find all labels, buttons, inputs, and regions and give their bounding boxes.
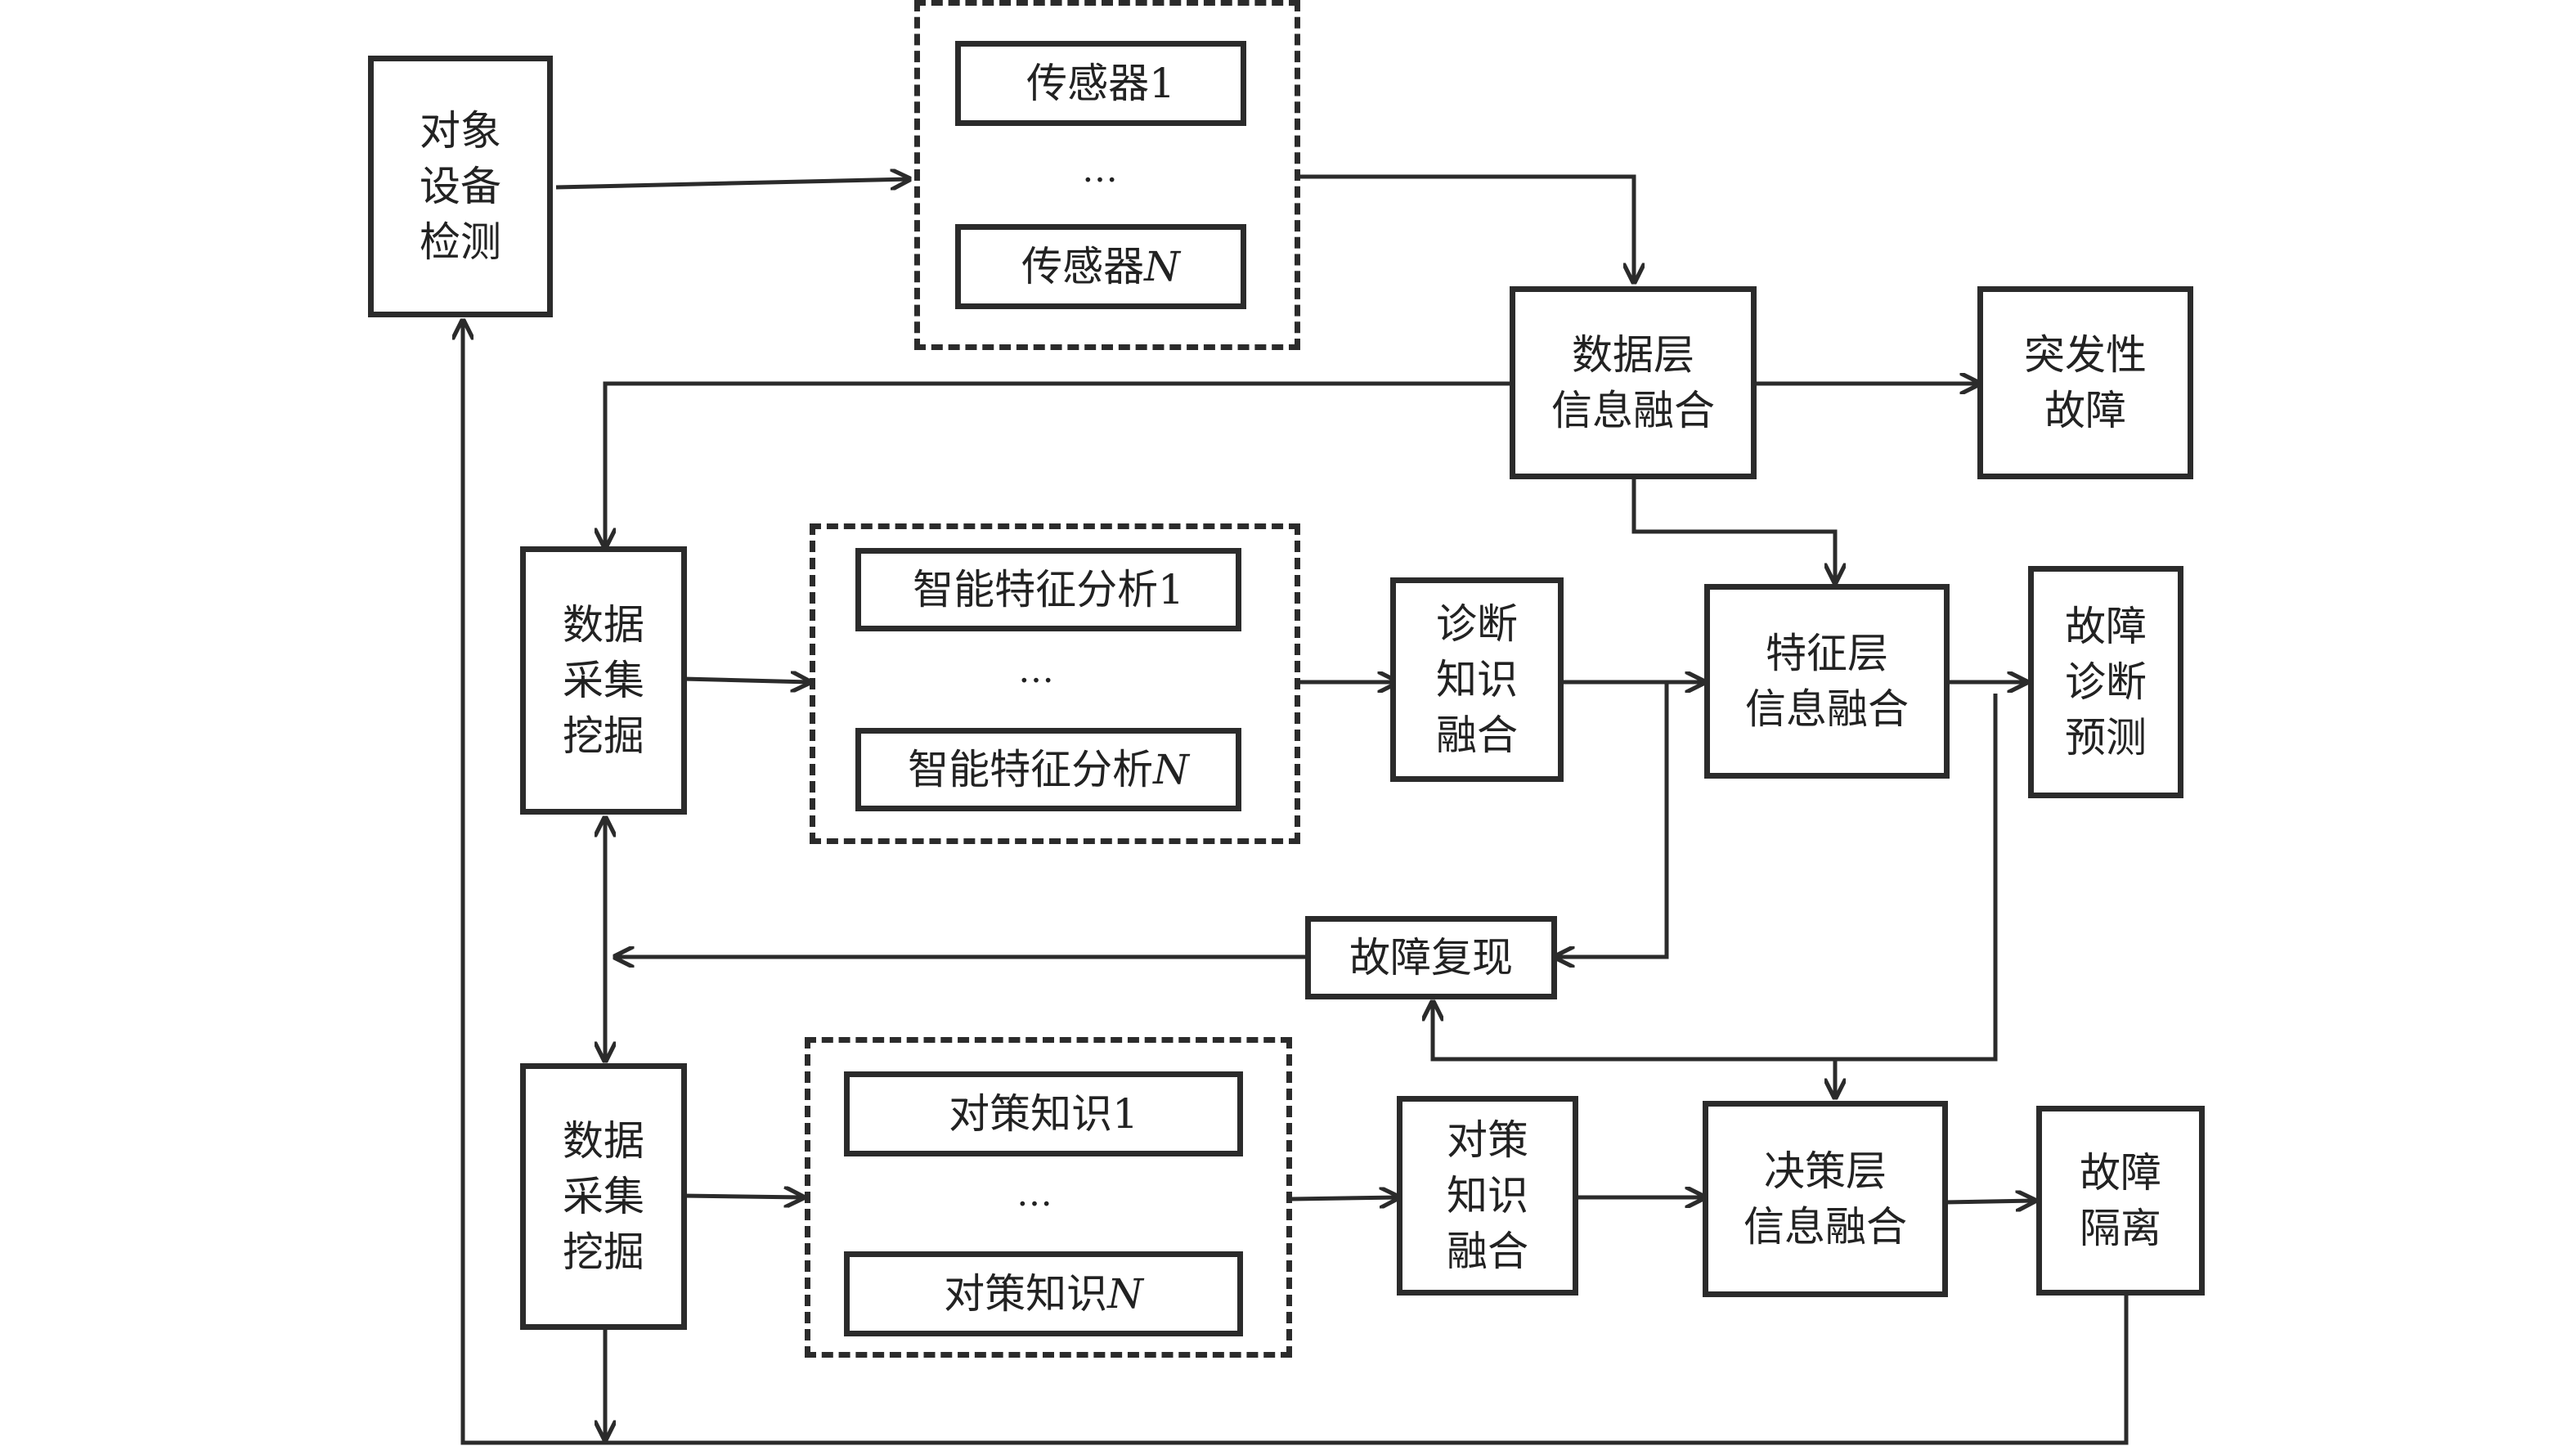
sudden-fault-box: 突发性 故障	[1977, 286, 2193, 479]
sensor-n-label: 传感器N	[1021, 243, 1180, 290]
arrow-mining-top-to-features	[683, 679, 810, 682]
arrow-data-layer-to-mining-top	[605, 381, 1511, 547]
sensor-1-box: 传感器1	[955, 41, 1246, 126]
diagnosis-knowledge-fusion-label: 诊断 知识 融合	[1436, 600, 1518, 759]
arrow-junction-to-reproduction	[1433, 1002, 1835, 1062]
arrow-decision-to-isolation	[1944, 1201, 2035, 1202]
sudden-fault-label: 突发性 故障	[2024, 331, 2147, 434]
arrow-sensors-to-data-layer	[1300, 174, 1634, 282]
arrow-mining-bottom-to-strategies	[683, 1196, 803, 1197]
feature-analysis-1-label: 智能特征分析1	[913, 566, 1184, 613]
diagnosis-knowledge-fusion-box: 诊断 知识 融合	[1390, 577, 1564, 782]
decision-layer-fusion-label: 决策层 信息融合	[1744, 1147, 1907, 1251]
feature-analysis-ellipsis: …	[1018, 649, 1054, 691]
strategy-knowledge-1-box: 对策知识1	[844, 1071, 1243, 1156]
strategy-knowledge-ellipsis: …	[1016, 1173, 1052, 1215]
arrow-strategies-to-strategy-fusion	[1291, 1197, 1398, 1199]
arrow-prediction-to-decision	[1835, 694, 1998, 1098]
object-detection-label: 对象 设备 检测	[420, 107, 501, 266]
feature-layer-fusion-box: 特征层 信息融合	[1704, 584, 1950, 779]
feature-analysis-1-box: 智能特征分析1	[855, 548, 1241, 631]
fault-diagnosis-prediction-label: 故障 诊断 预测	[2065, 603, 2147, 761]
decision-layer-fusion-box: 决策层 信息融合	[1703, 1101, 1948, 1297]
data-mining-top-label: 数据 采集 挖掘	[563, 601, 644, 760]
sensor-1-label: 传感器1	[1026, 60, 1175, 107]
fault-diagnosis-prediction-box: 故障 诊断 预测	[2028, 566, 2183, 798]
feature-analysis-n-label: 智能特征分析N	[908, 746, 1189, 793]
data-mining-bottom-box: 数据 采集 挖掘	[520, 1063, 687, 1330]
feature-analysis-group	[810, 523, 1300, 844]
arrow-feedback-loop	[463, 321, 2129, 1445]
data-mining-top-box: 数据 采集 挖掘	[520, 546, 687, 815]
feature-analysis-n-box: 智能特征分析N	[855, 728, 1241, 811]
strategy-knowledge-n-label: 对策知识N	[944, 1270, 1143, 1318]
object-detection-box: 对象 设备 检测	[368, 56, 553, 317]
sensor-ellipsis: …	[1082, 149, 1118, 191]
strategy-knowledge-1-label: 对策知识1	[949, 1090, 1138, 1138]
sensor-group	[914, 0, 1300, 350]
strategy-knowledge-n-box: 对策知识N	[844, 1251, 1243, 1336]
fault-isolation-box: 故障 隔离	[2036, 1106, 2205, 1296]
arrow-object-to-sensors	[555, 179, 909, 187]
strategy-knowledge-fusion-box: 对策 知识 融合	[1397, 1096, 1578, 1296]
strategy-knowledge-group	[805, 1037, 1292, 1358]
feature-layer-fusion-label: 特征层 信息融合	[1745, 630, 1909, 733]
fault-reproduction-box: 故障复现	[1305, 916, 1557, 999]
sensor-n-box: 传感器N	[955, 224, 1246, 309]
strategy-knowledge-fusion-label: 对策 知识 融合	[1447, 1116, 1528, 1275]
arrow-data-layer-to-feature-layer	[1631, 478, 1835, 582]
data-layer-fusion-label: 数据层 信息融合	[1551, 331, 1715, 434]
fault-isolation-label: 故障 隔离	[2080, 1149, 2161, 1252]
data-layer-fusion-box: 数据层 信息融合	[1510, 286, 1757, 479]
arrow-diagnosis-to-reproduction	[1555, 682, 1669, 957]
data-mining-bottom-label: 数据 采集 挖掘	[563, 1117, 644, 1276]
fault-reproduction-label: 故障复现	[1349, 934, 1513, 981]
